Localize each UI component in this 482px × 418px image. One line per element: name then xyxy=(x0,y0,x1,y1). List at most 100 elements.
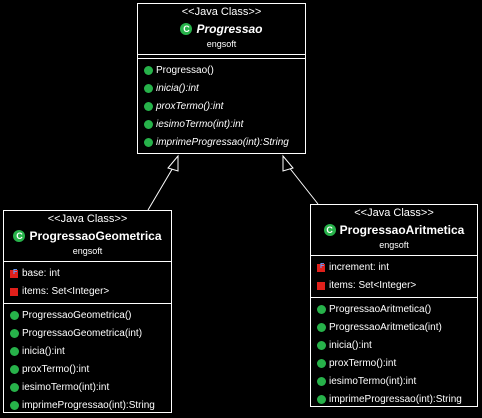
class-header: <<Java Class>> C ProgressaoAritmetica en… xyxy=(311,205,477,252)
aritmetica-inheritance-arrowhead xyxy=(282,154,294,172)
divider xyxy=(4,302,171,304)
divider xyxy=(4,260,171,262)
method-row[interactable]: proxTermo():int xyxy=(138,97,305,116)
public-method-icon xyxy=(10,401,19,410)
class-header: <<Java Class>> C ProgressaoGeometrica en… xyxy=(4,211,171,258)
constructor-icon xyxy=(144,61,153,79)
methods-section: ProgressaoGeometrica() ProgressaoGeometr… xyxy=(4,304,171,417)
public-method-icon xyxy=(317,341,326,350)
method-row[interactable]: imprimeProgressao(int):String xyxy=(138,133,305,152)
class-c-icon: C xyxy=(13,230,26,242)
stereotype-label: <<Java Class>> xyxy=(47,213,128,225)
class-header: <<Java Class>> C Progressao engsoft xyxy=(138,4,305,51)
method-label: proxTermo():int xyxy=(329,357,397,369)
method-label: inicia():int xyxy=(22,345,65,357)
class-c-icon: C xyxy=(180,23,193,35)
package-label: engsoft xyxy=(379,239,409,250)
field-row[interactable]: items: Set<Integer> xyxy=(311,277,477,295)
stereotype-label: <<Java Class>> xyxy=(181,6,262,18)
method-row[interactable]: inicia():int xyxy=(4,343,171,361)
methods-section: Progressao() inicia():int proxTermo():in… xyxy=(138,59,305,154)
abstract-method-icon xyxy=(144,97,153,115)
method-row[interactable]: proxTermo():int xyxy=(311,355,477,373)
private-final-field-icon xyxy=(10,264,18,282)
public-method-icon xyxy=(317,359,326,368)
method-label: proxTermo():int xyxy=(156,100,224,112)
class-name-text: ProgressaoGeometrica xyxy=(29,228,162,243)
method-row[interactable]: inicia():int xyxy=(311,337,477,355)
method-row[interactable]: iesimoTermo(int):int xyxy=(311,373,477,391)
method-label: inicia():int xyxy=(156,82,199,94)
divider xyxy=(311,254,477,256)
constructor-icon xyxy=(317,300,326,318)
class-name: C ProgressaoGeometrica xyxy=(13,228,162,245)
class-name: C Progressao xyxy=(180,21,263,38)
method-label: ProgressaoGeometrica() xyxy=(22,309,132,321)
method-row[interactable]: ProgressaoGeometrica(int) xyxy=(4,324,171,343)
constructor-icon xyxy=(10,324,19,342)
public-method-icon xyxy=(10,383,19,392)
method-row[interactable]: ProgressaoAritmetica(int) xyxy=(311,318,477,337)
method-row[interactable]: imprimeProgressao(int):String xyxy=(311,391,477,409)
method-label: iesimoTermo(int):int xyxy=(156,118,244,130)
method-label: ProgressaoAritmetica() xyxy=(329,303,432,315)
public-method-icon xyxy=(10,347,19,356)
abstract-method-icon xyxy=(144,115,153,133)
method-label: inicia():int xyxy=(329,339,372,351)
geometrica-inheritance-arrowhead xyxy=(167,154,179,172)
field-row[interactable]: base: int xyxy=(4,264,171,283)
method-label: iesimoTermo(int):int xyxy=(329,375,417,387)
divider xyxy=(138,53,305,55)
private-final-field-icon xyxy=(317,258,325,276)
field-label: items: Set<Integer> xyxy=(329,279,417,291)
class-name-text: Progressao xyxy=(196,21,263,36)
abstract-method-icon xyxy=(144,79,153,97)
class-progressao-aritmetica[interactable]: <<Java Class>> C ProgressaoAritmetica en… xyxy=(310,204,478,407)
field-label: base: int xyxy=(22,267,60,279)
stereotype-label: <<Java Class>> xyxy=(354,207,434,219)
method-label: ProgressaoGeometrica(int) xyxy=(22,327,143,339)
method-row[interactable]: ProgressaoAritmetica() xyxy=(311,300,477,319)
geometrica-inheritance-line xyxy=(147,165,175,211)
private-field-icon xyxy=(317,281,325,290)
class-name: C ProgressaoAritmetica xyxy=(323,222,465,239)
method-row[interactable]: iesimoTermo(int):int xyxy=(138,115,305,134)
method-row[interactable]: ProgressaoGeometrica() xyxy=(4,306,171,325)
method-label: iesimoTermo(int):int xyxy=(22,381,110,393)
method-label: Progressao() xyxy=(156,64,214,76)
package-label: engsoft xyxy=(206,38,237,49)
constructor-icon xyxy=(10,306,19,324)
field-row[interactable]: increment: int xyxy=(311,258,477,277)
abstract-method-icon xyxy=(144,133,153,151)
private-field-icon xyxy=(10,287,18,296)
method-row[interactable]: Progressao() xyxy=(138,61,305,80)
method-label: imprimeProgressao(int):String xyxy=(329,393,462,405)
aritmetica-inheritance-line xyxy=(287,165,319,205)
class-name-text: ProgressaoAritmetica xyxy=(339,222,465,237)
method-label: proxTermo():int xyxy=(22,363,90,375)
divider xyxy=(311,296,477,298)
field-label: items: Set<Integer> xyxy=(22,285,110,297)
method-label: imprimeProgressao(int):String xyxy=(22,399,155,411)
class-progressao-geometrica[interactable]: <<Java Class>> C ProgressaoGeometrica en… xyxy=(3,210,172,413)
field-label: increment: int xyxy=(329,261,390,273)
method-row[interactable]: iesimoTermo(int):int xyxy=(4,379,171,397)
method-row[interactable]: inicia():int xyxy=(138,79,305,98)
public-method-icon xyxy=(317,395,326,404)
fields-section: base: int items: Set<Integer> xyxy=(4,262,171,303)
method-row[interactable]: proxTermo():int xyxy=(4,361,171,379)
methods-section: ProgressaoAritmetica() ProgressaoAritmet… xyxy=(311,298,477,411)
method-row[interactable]: imprimeProgressao(int):String xyxy=(4,397,171,415)
field-row[interactable]: items: Set<Integer> xyxy=(4,283,171,301)
fields-section: increment: int items: Set<Integer> xyxy=(311,256,477,297)
method-label: imprimeProgressao(int):String xyxy=(156,136,289,148)
public-method-icon xyxy=(10,365,19,374)
public-method-icon xyxy=(317,377,326,386)
class-c-icon: C xyxy=(323,224,336,236)
constructor-icon xyxy=(317,318,326,336)
package-label: engsoft xyxy=(72,245,103,256)
divider xyxy=(138,57,305,59)
class-progressao[interactable]: <<Java Class>> C Progressao engsoft Prog… xyxy=(137,3,306,154)
method-label: ProgressaoAritmetica(int) xyxy=(329,321,442,333)
